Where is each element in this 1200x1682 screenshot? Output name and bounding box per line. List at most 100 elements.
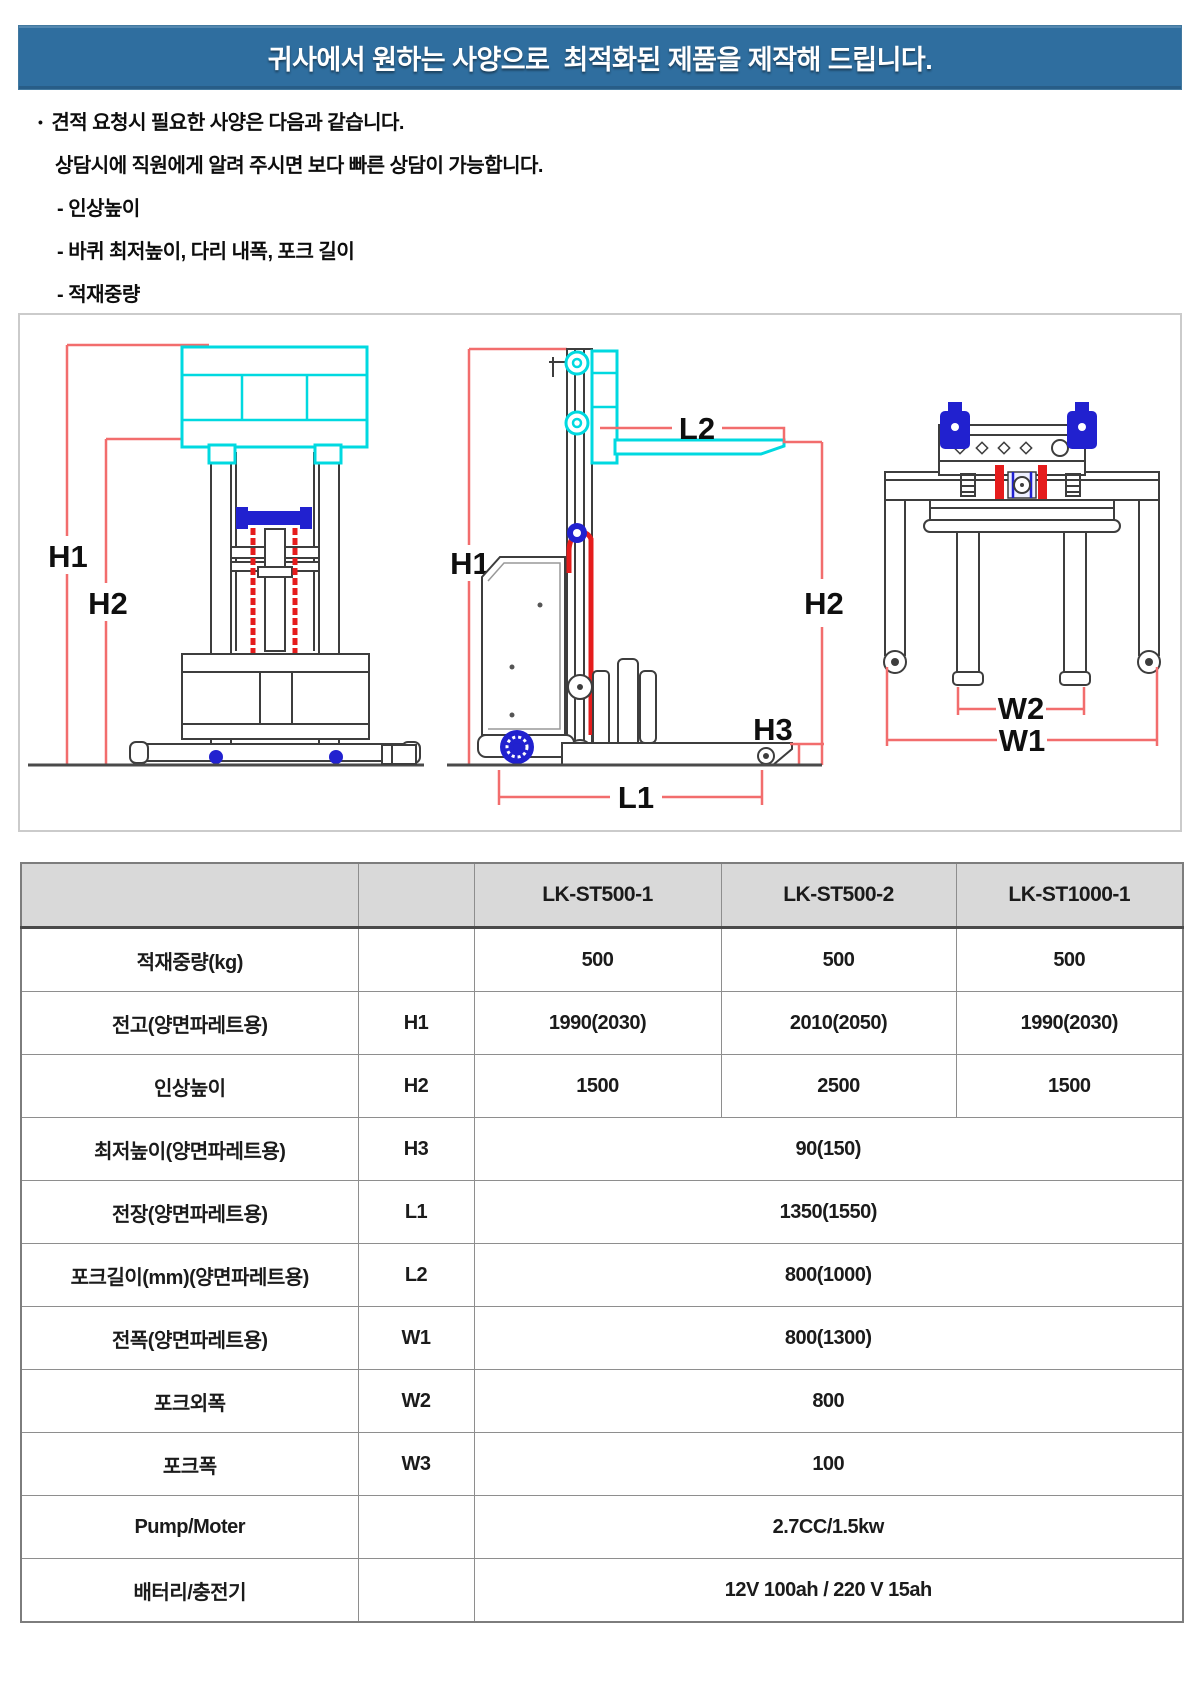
value-cell-span: 1350(1550) bbox=[473, 1180, 1184, 1244]
header-model-3: LK-ST1000-1 bbox=[955, 862, 1184, 929]
row-label-cell: 전장(양면파레트용) bbox=[20, 1180, 359, 1244]
front-cylinder bbox=[264, 528, 286, 652]
rear-fork-left bbox=[956, 531, 980, 673]
rear-cylinder-block bbox=[1007, 471, 1037, 499]
value-cell-span: 800 bbox=[473, 1369, 1184, 1433]
side-body bbox=[481, 556, 566, 736]
header-model-2: LK-ST500-2 bbox=[720, 862, 957, 929]
value-cell: 500 bbox=[955, 927, 1184, 992]
front-outrigger bbox=[134, 743, 416, 762]
value-cell-span: 12V 100ah / 220 V 15ah bbox=[473, 1558, 1184, 1623]
value-cell: 1500 bbox=[473, 1054, 722, 1118]
value-cell: 1990(2030) bbox=[955, 991, 1184, 1055]
dim-cell: H2 bbox=[357, 1054, 475, 1118]
table-row: 적재중량(kg) 500 500 500 bbox=[20, 927, 1184, 992]
rear-fork-right bbox=[1063, 531, 1087, 673]
rear-chain-left bbox=[995, 465, 1004, 499]
intro-line-1-text: 견적 요청시 필요한 사양은 다음과 같습니다. bbox=[51, 112, 404, 134]
value-cell: 500 bbox=[720, 927, 957, 992]
table-row: 배터리/충전기 12V 100ah / 220 V 15ah bbox=[20, 1558, 1184, 1623]
dim-cell: W2 bbox=[357, 1369, 475, 1433]
table-row: 전고(양면파레트용) H1 1990(2030) 2010(2050) 1990… bbox=[20, 991, 1184, 1055]
front-wheel-left bbox=[209, 750, 223, 764]
value-cell-span: 2.7CC/1.5kw bbox=[473, 1495, 1184, 1559]
dim-cell: L2 bbox=[357, 1243, 475, 1307]
dim-cell bbox=[357, 1558, 475, 1623]
value-cell-span: 90(150) bbox=[473, 1117, 1184, 1181]
dim-label-w1: W1 bbox=[999, 723, 1046, 758]
banner: 귀사에서 원하는 사양으로 최적화된 제품을 제작해 드립니다. bbox=[18, 25, 1182, 90]
value-cell-span: 800(1300) bbox=[473, 1306, 1184, 1370]
row-label-cell: 포크외폭 bbox=[20, 1369, 359, 1433]
value-cell: 1990(2030) bbox=[473, 991, 722, 1055]
rear-leg-left bbox=[884, 499, 906, 656]
side-fork-raised bbox=[590, 349, 786, 465]
row-label-cell: 전폭(양면파레트용) bbox=[20, 1306, 359, 1370]
front-wheel-right bbox=[329, 750, 343, 764]
row-label-cell: 포크폭 bbox=[20, 1432, 359, 1496]
dim-cell: W3 bbox=[357, 1432, 475, 1496]
table-row: 포크폭 W3 100 bbox=[20, 1432, 1184, 1496]
row-label-cell: 배터리/충전기 bbox=[20, 1558, 359, 1623]
row-label-cell: 적재중량(kg) bbox=[20, 927, 359, 992]
dim-label-h2-front: H2 bbox=[88, 586, 128, 621]
dim-label-l1: L1 bbox=[618, 780, 654, 815]
dim-label-h3: H3 bbox=[753, 712, 793, 747]
dim-cell: H1 bbox=[357, 991, 475, 1055]
intro-item-load-weight: - 적재중량 bbox=[57, 284, 140, 306]
front-dimension-lines bbox=[65, 343, 209, 765]
intro-line-1: • 견적 요청시 필요한 사양은 다음과 같습니다. bbox=[38, 99, 543, 142]
row-label-cell: 전고(양면파레트용) bbox=[20, 991, 359, 1055]
header-label-cell bbox=[20, 862, 359, 929]
dim-label-h2-side: H2 bbox=[804, 586, 844, 621]
row-label-cell: 최저높이(양면파레트용) bbox=[20, 1117, 359, 1181]
dim-cell: L1 bbox=[357, 1180, 475, 1244]
side-rear-bracket bbox=[381, 744, 417, 765]
table-row: Pump/Moter 2.7CC/1.5kw bbox=[20, 1495, 1184, 1559]
intro-line-2: 상담시에 직원에게 알려 주시면 보다 빠른 상담이 가능합니다. bbox=[55, 155, 543, 177]
stacker-drawings: H1 H2 bbox=[28, 343, 1161, 815]
front-view-drawing: H1 H2 bbox=[28, 343, 424, 767]
table-row: 포크외폭 W2 800 bbox=[20, 1369, 1184, 1433]
header-dim-cell bbox=[357, 862, 475, 929]
rear-leg-right bbox=[1138, 499, 1160, 656]
dim-cell bbox=[357, 1495, 475, 1559]
diagram-box: H1 H2 bbox=[18, 313, 1182, 832]
rear-roller-right bbox=[1067, 402, 1097, 449]
table-header-row: LK-ST500-1 LK-ST500-2 LK-ST1000-1 bbox=[20, 862, 1184, 929]
value-cell: 500 bbox=[473, 927, 722, 992]
front-base-pallet bbox=[181, 653, 370, 740]
dim-cell bbox=[357, 927, 475, 992]
rear-chain-right bbox=[1038, 465, 1047, 499]
table-row: 인상높이 H2 1500 2500 1500 bbox=[20, 1054, 1184, 1118]
row-label-cell: 인상높이 bbox=[20, 1054, 359, 1118]
table-row: 전폭(양면파레트용) W1 800(1300) bbox=[20, 1306, 1184, 1370]
dim-cell: H3 bbox=[357, 1117, 475, 1181]
value-cell: 1500 bbox=[955, 1054, 1184, 1118]
rear-view-drawing: W2 W1 bbox=[883, 402, 1161, 758]
rear-roller-left bbox=[940, 402, 970, 449]
dim-label-l2: L2 bbox=[679, 411, 715, 446]
bullet-dot-icon: • bbox=[38, 113, 43, 130]
front-raised-pallet bbox=[180, 345, 369, 465]
side-caster-wheel bbox=[500, 730, 534, 764]
value-cell: 2500 bbox=[720, 1054, 957, 1118]
value-cell-span: 100 bbox=[473, 1432, 1184, 1496]
value-cell: 2010(2050) bbox=[720, 991, 957, 1055]
row-label-cell: 포크길이(mm)(양면파레트용) bbox=[20, 1243, 359, 1307]
front-chain-anchor bbox=[242, 511, 306, 525]
table-row: 포크길이(mm)(양면파레트용) L2 800(1000) bbox=[20, 1243, 1184, 1307]
dim-label-h1-front: H1 bbox=[48, 539, 88, 574]
side-view-drawing: H1 L2 H2 bbox=[381, 347, 844, 815]
spec-table: LK-ST500-1 LK-ST500-2 LK-ST1000-1 적재중량(k… bbox=[20, 862, 1184, 1623]
intro-section: • 견적 요청시 필요한 사양은 다음과 같습니다. 상담시에 직원에게 알려 … bbox=[38, 99, 543, 314]
row-label-cell: Pump/Moter bbox=[20, 1495, 359, 1559]
dim-cell: W1 bbox=[357, 1306, 475, 1370]
header-model-1: LK-ST500-1 bbox=[473, 862, 722, 929]
intro-item-wheel-fork: - 바퀴 최저높이, 다리 내폭, 포크 길이 bbox=[57, 241, 355, 263]
side-fork-lowered bbox=[561, 742, 793, 766]
banner-title: 귀사에서 원하는 사양으로 최적화된 제품을 제작해 드립니다. bbox=[267, 45, 933, 75]
intro-item-lift-height: - 인상높이 bbox=[57, 198, 140, 220]
table-row: 전장(양면파레트용) L1 1350(1550) bbox=[20, 1180, 1184, 1244]
